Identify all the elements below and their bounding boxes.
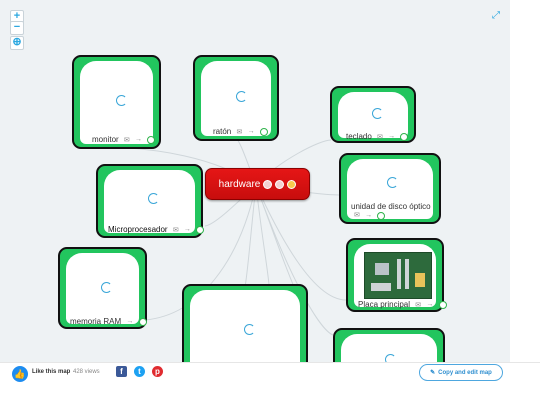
- link-extra-1: [255, 184, 271, 301]
- node-teclado[interactable]: teclado ✉ →: [330, 86, 416, 143]
- arrow-icon[interactable]: →: [247, 128, 255, 136]
- note-icon[interactable]: ✉: [377, 133, 383, 141]
- status-circle-icon[interactable]: [147, 135, 156, 144]
- status-circle-icon[interactable]: [377, 211, 386, 220]
- link-memoria: [144, 184, 257, 321]
- node-label: unidad de disco óptico: [351, 202, 431, 211]
- pinterest-icon[interactable]: p: [152, 366, 163, 377]
- copy-and-edit-button[interactable]: ✎ Copy and edit map: [419, 364, 503, 381]
- collapse-dot-icon[interactable]: [263, 179, 273, 189]
- node-label: memoria RAM: [70, 317, 122, 326]
- node-label: ratón: [213, 127, 232, 136]
- arrow-icon[interactable]: →: [183, 226, 191, 234]
- link-bottom-center: [244, 184, 257, 288]
- note-icon[interactable]: ✉: [415, 301, 422, 309]
- like-label[interactable]: Like this map: [32, 369, 71, 375]
- arrow-icon[interactable]: →: [388, 133, 396, 141]
- node-monitor[interactable]: monitor ✉ →: [72, 55, 161, 149]
- loading-icon: [148, 193, 159, 204]
- loading-icon: [236, 91, 247, 102]
- right-margin: [510, 0, 540, 362]
- note-icon[interactable]: ✉: [236, 128, 243, 136]
- status-circle-icon[interactable]: [196, 225, 205, 234]
- copy-button-label: Copy and edit map: [438, 369, 492, 376]
- status-circle-icon[interactable]: [138, 317, 147, 326]
- loading-icon: [387, 177, 398, 188]
- loading-icon: [372, 108, 383, 119]
- status-circle-icon[interactable]: [400, 132, 409, 141]
- note-icon[interactable]: ✉: [354, 212, 360, 220]
- zoom-out-button[interactable]: −: [10, 21, 24, 35]
- loading-icon: [101, 282, 112, 293]
- node-microprocesador[interactable]: Microprocesador ✉ →: [96, 164, 205, 238]
- node-label: Microprocesador: [108, 225, 168, 234]
- node-label: Placa principal: [358, 300, 411, 309]
- node-label: monitor: [92, 135, 119, 144]
- status-circle-icon[interactable]: [259, 127, 268, 136]
- node-disco-optico[interactable]: unidad de disco óptico ✉ →: [339, 153, 441, 224]
- loading-icon: [116, 95, 127, 106]
- mindmap-canvas[interactable]: + − ⊕ ⤢ monitor ✉ → ratón ✉ →: [0, 0, 510, 362]
- node-bottom-center[interactable]: [182, 284, 308, 362]
- motherboard-image: [364, 252, 432, 299]
- views-count: 428 views: [73, 369, 100, 375]
- node-placa-principal[interactable]: Placa principal ✉ →: [346, 238, 447, 312]
- arrow-icon[interactable]: →: [135, 136, 143, 144]
- arrow-icon[interactable]: →: [126, 318, 134, 326]
- twitter-icon[interactable]: t: [134, 366, 145, 377]
- center-map-button[interactable]: ⊕: [10, 36, 24, 50]
- central-topic[interactable]: hardware: [205, 168, 310, 200]
- loading-icon: [244, 324, 255, 335]
- facebook-icon[interactable]: f: [116, 366, 127, 377]
- loading-icon: [385, 354, 396, 362]
- link-placa: [255, 184, 347, 301]
- edit-icon: ✎: [430, 370, 436, 376]
- note-icon[interactable]: ✉: [172, 226, 179, 234]
- node-memoria-ram[interactable]: memoria RAM →: [58, 247, 147, 329]
- central-topic-label: hardware: [218, 178, 261, 190]
- node-bottom-right[interactable]: [333, 328, 445, 362]
- arrow-icon[interactable]: →: [426, 301, 434, 309]
- node-label: teclado: [346, 132, 372, 141]
- collapse-dot-icon[interactable]: [275, 179, 285, 189]
- collapse-dot-icon[interactable]: [287, 179, 297, 189]
- thumbs-up-icon[interactable]: 👍: [12, 366, 28, 382]
- note-icon[interactable]: ✉: [123, 136, 130, 144]
- bottom-bar: [0, 362, 540, 406]
- fullscreen-button[interactable]: ⤢: [492, 10, 500, 21]
- node-raton[interactable]: ratón ✉ →: [193, 55, 279, 141]
- arrow-icon[interactable]: →: [365, 212, 373, 220]
- status-circle-icon[interactable]: [438, 300, 447, 309]
